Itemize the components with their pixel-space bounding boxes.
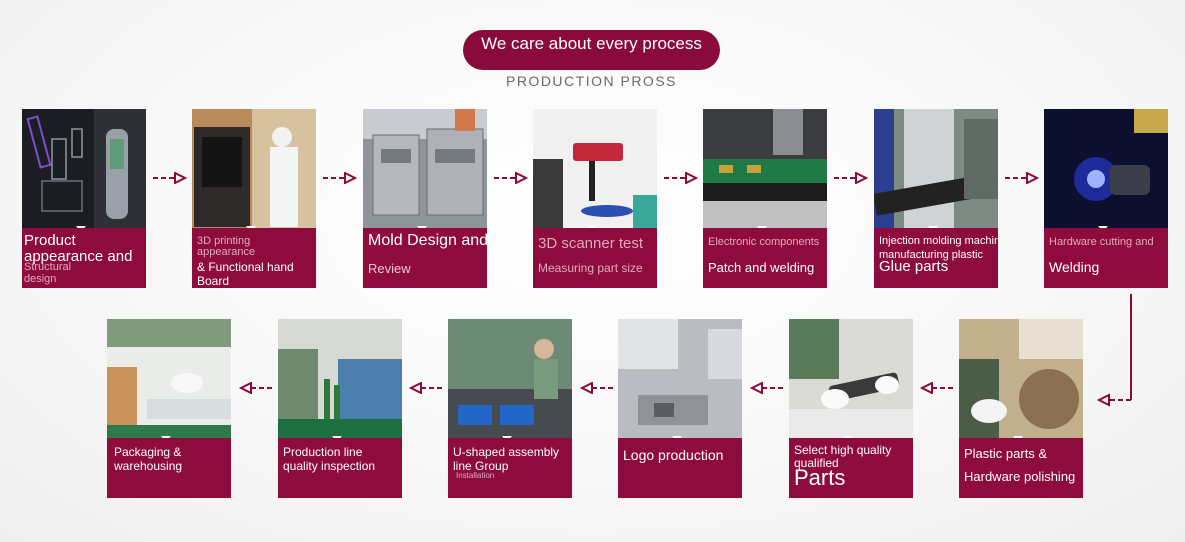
arrow-right-icon: [153, 172, 187, 184]
step-text-2: line Group: [453, 459, 509, 473]
header-title: We care about every process: [481, 34, 702, 53]
step-card-inspection: Production line quality inspection: [278, 319, 402, 498]
step-card-injection: Injection molding machine manufacturing …: [874, 109, 998, 288]
arrow-right-icon: [664, 172, 698, 184]
step-text-1: Electronic components: [708, 236, 820, 248]
header-subtitle: PRODUCTION PROSS: [505, 73, 677, 89]
step-text-2: appearance and: [24, 248, 133, 265]
header-title-pill: We care about every process: [463, 30, 720, 70]
step-photo-select-parts: [789, 319, 913, 438]
arrow-left-icon: [920, 382, 954, 394]
step-text-1: Logo production: [623, 447, 724, 463]
step-card-hardware-cutting: Hardware cutting and Welding: [1044, 109, 1168, 288]
step-text-3: & Functional hand: [197, 260, 294, 274]
step-card-mold-design: Mold Design and Review: [363, 109, 487, 288]
step-photo-assembly: [448, 319, 572, 438]
step-card-electronic: Electronic components Patch and welding: [703, 109, 827, 288]
step-card-3d-scanner: 3D scanner test Measuring part size: [533, 109, 657, 288]
step-text-2: qualified: [794, 456, 839, 470]
step-photo-packaging: [107, 319, 231, 438]
step-label-packaging: Packaging & warehousing: [107, 438, 231, 498]
step-text-3: Installation: [456, 471, 495, 480]
step-card-assembly: U-shaped assembly line Group Installatio…: [448, 319, 572, 498]
step-photo-inspection: [278, 319, 402, 438]
step-text-1: 3D printing: [197, 235, 251, 247]
step-text-2: Review: [368, 261, 411, 276]
step-text-1: Plastic parts &: [964, 446, 1048, 461]
step-card-3d-printing: 3D printing appearance & Functional hand…: [192, 109, 316, 288]
arrow-left-icon: [239, 382, 273, 394]
step-text-2: appearance: [197, 246, 256, 258]
step-text-2: manufacturing plastic: [879, 249, 983, 261]
step-text-4: design: [24, 273, 57, 285]
step-card-packaging: Packaging & warehousing: [107, 319, 231, 498]
arrow-left-icon: [409, 382, 443, 394]
step-photo-3d-printing: [192, 109, 316, 228]
step-photo-electronic: [703, 109, 827, 228]
step-photo-mold-design: [363, 109, 487, 228]
step-text-2: Measuring part size: [538, 261, 643, 275]
step-label-select-parts: Select high quality qualified Parts: [789, 438, 913, 498]
step-text-1: U-shaped assembly: [453, 445, 560, 459]
step-label-logo: Logo production: [618, 438, 742, 498]
step-card-polishing: Plastic parts & Hardware polishing: [959, 319, 1083, 498]
arrow-right-icon: [834, 172, 868, 184]
step-text-2: quality inspection: [283, 459, 376, 473]
step-text-3: Parts: [794, 465, 846, 490]
arrow-right-icon: [1005, 172, 1039, 184]
step-text-1: Hardware cutting and: [1049, 236, 1154, 248]
step-card-product-design: Product appearance and Structural design: [22, 109, 146, 288]
arrow-right-icon: [494, 172, 528, 184]
step-text-3: Glue parts: [879, 258, 949, 275]
step-label-inspection: Production line quality inspection: [278, 438, 402, 498]
step-label-assembly: U-shaped assembly line Group Installatio…: [448, 438, 572, 498]
step-card-select-parts: Select high quality qualified Parts: [789, 319, 913, 498]
step-photo-injection: [874, 109, 998, 228]
step-text-1: Product: [24, 232, 76, 249]
step-photo-polishing: [959, 319, 1083, 438]
step-text-1: 3D scanner test: [538, 235, 644, 252]
step-text-1: Mold Design and: [368, 232, 487, 249]
step-label-electronic: Electronic components Patch and welding: [703, 228, 827, 288]
step-label-3d-printing: 3D printing appearance & Functional hand…: [192, 228, 316, 288]
step-text-1: Packaging &: [114, 445, 182, 459]
arrow-right-icon: [323, 172, 357, 184]
step-label-polishing: Plastic parts & Hardware polishing: [959, 438, 1083, 498]
step-text-4: Board: [197, 274, 230, 288]
step-text-2: Welding: [1049, 259, 1100, 275]
step-label-3d-scanner: 3D scanner test Measuring part size: [533, 228, 657, 288]
step-label-injection: Injection molding machine manufacturing …: [874, 228, 998, 288]
step-photo-3d-scanner: [533, 109, 657, 228]
step-photo-logo: [618, 319, 742, 438]
arrow-left-icon: [580, 382, 614, 394]
step-text-2: Hardware polishing: [964, 469, 1076, 484]
step-photo-product-design: [22, 109, 146, 228]
step-text-1: Production line: [283, 445, 363, 459]
step-label-hardware-cutting: Hardware cutting and Welding: [1044, 228, 1168, 288]
step-text-1: Injection molding machine: [879, 235, 998, 247]
step-text-1: Select high quality: [794, 443, 892, 457]
step-text-2: warehousing: [114, 459, 183, 473]
step-text-2: Patch and welding: [708, 260, 815, 275]
arrow-left-icon: [750, 382, 784, 394]
step-label-mold-design: Mold Design and Review: [363, 228, 487, 288]
step-photo-hardware-cutting: [1044, 109, 1168, 228]
step-text-3: Structural: [24, 261, 72, 273]
step-card-logo: Logo production: [618, 319, 742, 498]
connector-down-left-icon: [1096, 294, 1132, 407]
step-label-product-design: Product appearance and Structural design: [22, 228, 146, 288]
